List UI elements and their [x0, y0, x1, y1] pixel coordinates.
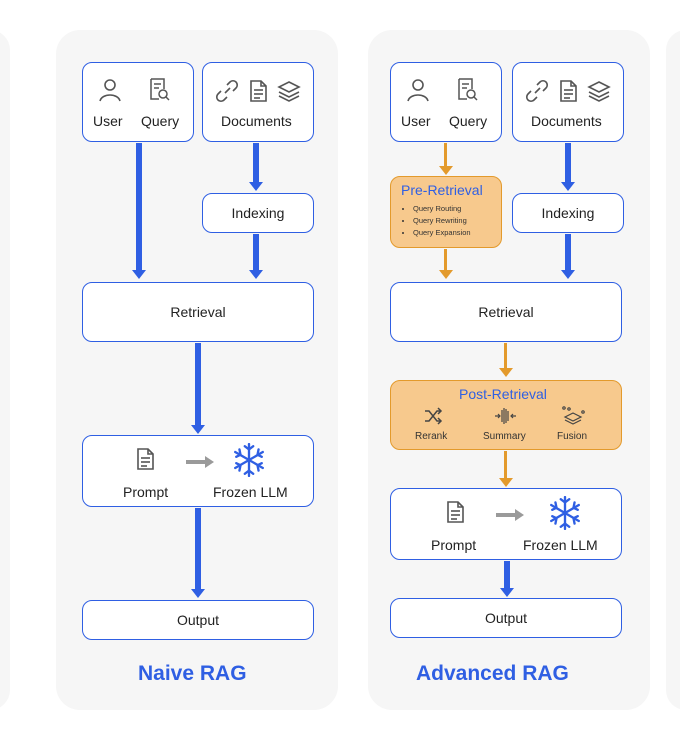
- pre-retrieval-box: Pre-Retrieval Query Routing Query Rewrit…: [390, 176, 502, 248]
- prompt-to-llm-arrowhead: [515, 509, 524, 521]
- indexing-box: Indexing: [202, 193, 314, 233]
- frozen-llm-label: Frozen LLM: [523, 537, 598, 553]
- prompt-llm-box: Prompt Frozen LLM: [390, 488, 622, 560]
- query-icon: [150, 78, 170, 101]
- indexing-box: Indexing: [512, 193, 624, 233]
- snowflake-icon: [234, 443, 264, 477]
- prompt-doc-icon: [137, 448, 154, 470]
- user-query-box: User Query: [390, 62, 502, 142]
- prompt-to-llm-arrowhead: [205, 456, 214, 468]
- output-label: Output: [176, 612, 220, 628]
- prompt-to-llm-arrow: [496, 513, 516, 517]
- arrow-indexing-to-retrieval: [561, 234, 575, 279]
- advanced-rag-panel: User Query Documents Pre-Retrieval Query…: [368, 30, 650, 710]
- frozen-llm-label: Frozen LLM: [213, 484, 288, 500]
- user-icon: [407, 79, 429, 102]
- arrow-pre-retrieval-to-retrieval: [439, 249, 453, 279]
- indexing-label: Indexing: [541, 205, 595, 221]
- post-retrieval-box: Post-Retrieval Rerank Summary Fusion: [390, 380, 622, 450]
- output-box: Output: [82, 600, 314, 640]
- next-panel-edge: [666, 30, 680, 710]
- layers-icon: [588, 81, 610, 102]
- user-icon: [99, 79, 121, 102]
- output-label: Output: [484, 610, 528, 626]
- query-icon: [458, 78, 478, 101]
- arrow-query-to-pre-retrieval: [439, 143, 453, 175]
- advanced-rag-title: Advanced RAG: [416, 662, 569, 685]
- documents-label: Documents: [221, 113, 292, 129]
- arrow-indexing-to-retrieval: [249, 234, 263, 279]
- arrow-prompt-to-output: [500, 561, 514, 597]
- arrow-user-to-retrieval: [132, 143, 146, 279]
- prompt-doc-icon: [447, 501, 464, 523]
- retrieval-box: Retrieval: [390, 282, 622, 342]
- shuffle-icon: [424, 407, 442, 425]
- link-icon: [215, 79, 239, 103]
- pre-retrieval-item: Query Routing: [413, 203, 471, 215]
- user-query-box: User Query: [82, 62, 194, 142]
- document-icon: [560, 80, 577, 102]
- user-label: User: [401, 113, 431, 129]
- query-label: Query: [141, 113, 180, 129]
- arrow-retrieval-to-prompt: [191, 343, 205, 434]
- fusion-icon: [562, 406, 585, 425]
- prompt-to-llm-arrow: [186, 460, 206, 464]
- pre-retrieval-item: Query Rewriting: [413, 215, 471, 227]
- arrow-docs-to-indexing: [249, 143, 263, 191]
- documents-box: Documents: [512, 62, 624, 142]
- rerank-label: Rerank: [415, 431, 448, 442]
- output-box: Output: [390, 598, 622, 638]
- link-icon: [525, 79, 549, 103]
- arrow-prompt-to-output: [191, 508, 205, 598]
- pre-retrieval-list: Query Routing Query Rewriting Query Expa…: [399, 203, 471, 239]
- retrieval-label: Retrieval: [170, 304, 226, 320]
- previous-panel-edge: [0, 30, 10, 710]
- documents-box: Documents: [202, 62, 314, 142]
- document-icon: [250, 80, 267, 102]
- retrieval-label: Retrieval: [478, 304, 534, 320]
- summary-icon: [494, 407, 517, 425]
- pre-retrieval-title: Pre-Retrieval: [401, 182, 483, 198]
- naive-rag-panel: User Query Documents Indexing Retrieval …: [56, 30, 338, 710]
- post-retrieval-title: Post-Retrieval: [459, 386, 547, 402]
- indexing-label: Indexing: [231, 205, 285, 221]
- prompt-label: Prompt: [431, 537, 477, 553]
- fusion-label: Fusion: [557, 431, 588, 442]
- user-label: User: [93, 113, 123, 129]
- prompt-label: Prompt: [123, 484, 169, 500]
- documents-label: Documents: [531, 113, 602, 129]
- arrow-docs-to-indexing: [561, 143, 575, 191]
- pre-retrieval-item: Query Expansion: [413, 227, 471, 239]
- snowflake-icon: [550, 496, 580, 530]
- layers-icon: [278, 81, 300, 102]
- summary-label: Summary: [483, 431, 526, 442]
- naive-rag-title: Naive RAG: [138, 662, 247, 685]
- retrieval-box: Retrieval: [82, 282, 314, 342]
- query-label: Query: [449, 113, 488, 129]
- prompt-llm-box: Prompt Frozen LLM: [82, 435, 314, 507]
- arrow-post-retrieval-to-prompt: [499, 451, 513, 487]
- arrow-retrieval-to-post-retrieval: [499, 343, 513, 377]
